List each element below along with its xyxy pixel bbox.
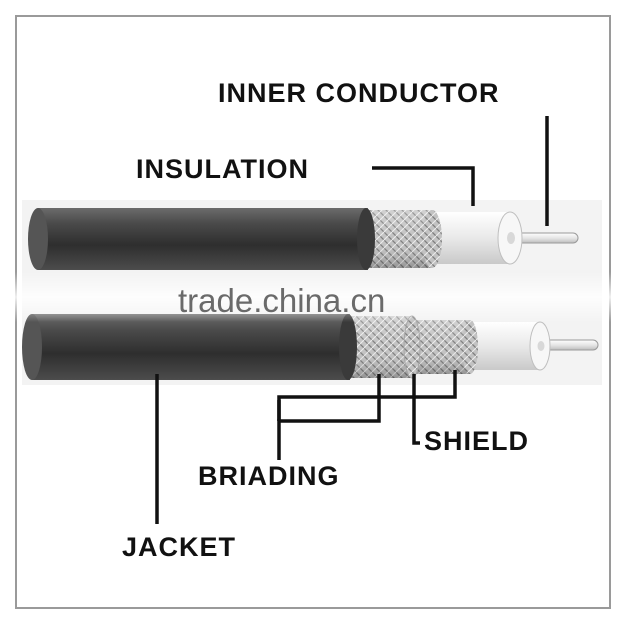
cable-double-shield: [22, 314, 599, 380]
label-briading: BRIADING: [198, 461, 340, 491]
label-jacket: JACKET: [122, 532, 236, 562]
conductor-1-face: [507, 232, 515, 244]
briading-leader: [277, 374, 381, 460]
shield-leader: [412, 374, 420, 445]
leader-lines: [155, 116, 549, 524]
braid-1-edge: [422, 210, 442, 268]
cable-single-shield: [28, 208, 579, 270]
insulation-leader: [372, 166, 475, 206]
jacket-2: [32, 314, 350, 380]
label-insulation: INSULATION: [136, 154, 309, 184]
label-shield: SHIELD: [424, 426, 529, 456]
jacket-1: [38, 208, 368, 270]
label-inner-conductor: INNER CONDUCTOR: [218, 78, 500, 108]
watermark-text: trade.china.cn: [178, 282, 385, 319]
watermark-band: [0, 272, 627, 322]
shield-to-briading-leader: [277, 370, 457, 421]
